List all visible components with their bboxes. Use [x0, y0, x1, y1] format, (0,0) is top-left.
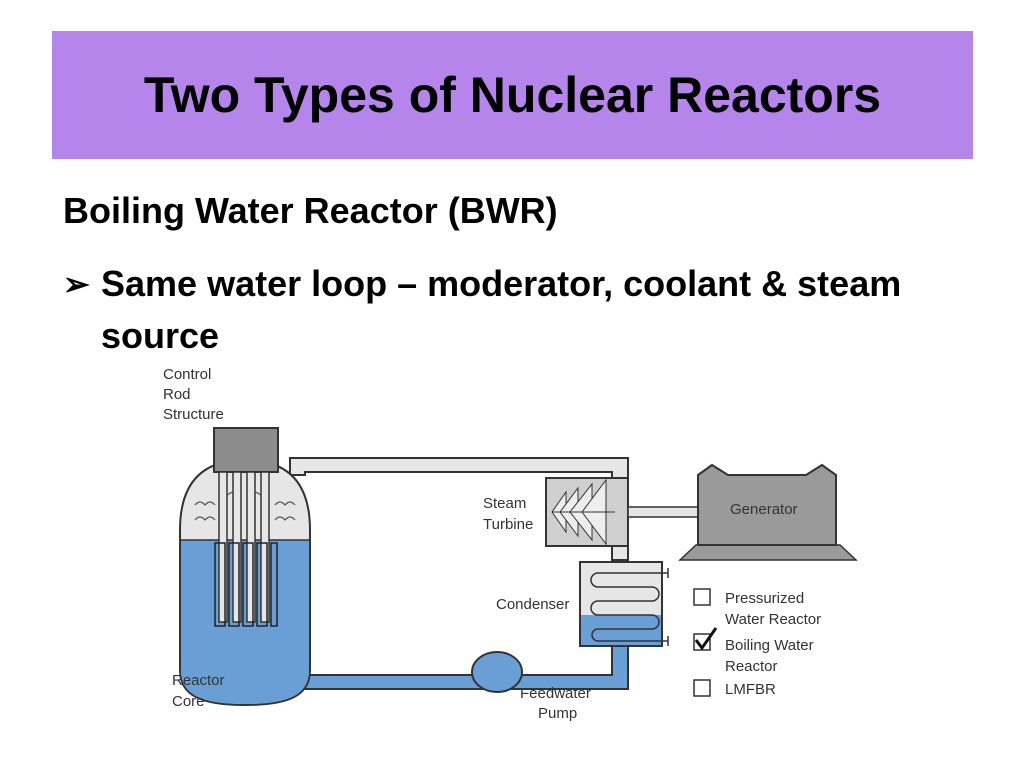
condenser-coil-icon	[590, 568, 669, 646]
label-generator: Generator	[730, 501, 798, 518]
legend-pwr-2: Water Reactor	[725, 611, 821, 628]
slide-subtitle: Boiling Water Reactor (BWR)	[63, 190, 558, 231]
generator	[697, 463, 837, 546]
legend-bwr-2: Reactor	[725, 658, 778, 675]
checkmark-icon	[694, 627, 718, 651]
turbine-blades-icon	[551, 478, 615, 546]
control-rods	[218, 471, 270, 623]
label-reactor-core-2: Core	[172, 693, 205, 710]
label-steam-turbine-2: Turbine	[483, 516, 533, 533]
label-steam-turbine-1: Steam	[483, 495, 526, 512]
legend-bwr-1: Boiling Water	[725, 637, 814, 654]
title-banner: Two Types of Nuclear Reactors	[52, 31, 973, 159]
generator-base	[678, 544, 858, 561]
label-control-rod-3: Structure	[163, 406, 224, 423]
control-rod-housing	[213, 427, 279, 473]
label-condenser: Condenser	[496, 596, 569, 613]
feedwater-pump	[471, 651, 523, 693]
legend-pwr-1: Pressurized	[725, 590, 804, 607]
label-control-rod-1: Control	[163, 366, 211, 383]
label-control-rod-2: Rod	[163, 386, 191, 403]
checkbox-lmfbr	[693, 679, 711, 697]
steam-pipe	[289, 457, 629, 561]
bullet-text: Same water loop – moderator, coolant & s…	[101, 263, 902, 356]
checkbox-pwr	[693, 588, 711, 606]
turbine-shaft	[627, 506, 699, 518]
reactor-type-legend: Pressurized Water Reactor Boiling Water …	[693, 588, 821, 698]
slide-title: Two Types of Nuclear Reactors	[143, 67, 882, 123]
fuel-assemblies	[214, 542, 278, 627]
label-feedwater-pump-1: Feedwater	[520, 685, 591, 702]
label-reactor-core-1: Reactor	[172, 672, 225, 689]
bullet-arrow-icon: ➢	[63, 266, 90, 302]
legend-lmfbr: LMFBR	[725, 681, 776, 698]
feedwater-pipe	[299, 644, 629, 690]
label-feedwater-pump-2: Pump	[538, 705, 577, 722]
bullet-item: ➢ Same water loop – moderator, coolant &…	[63, 258, 963, 362]
